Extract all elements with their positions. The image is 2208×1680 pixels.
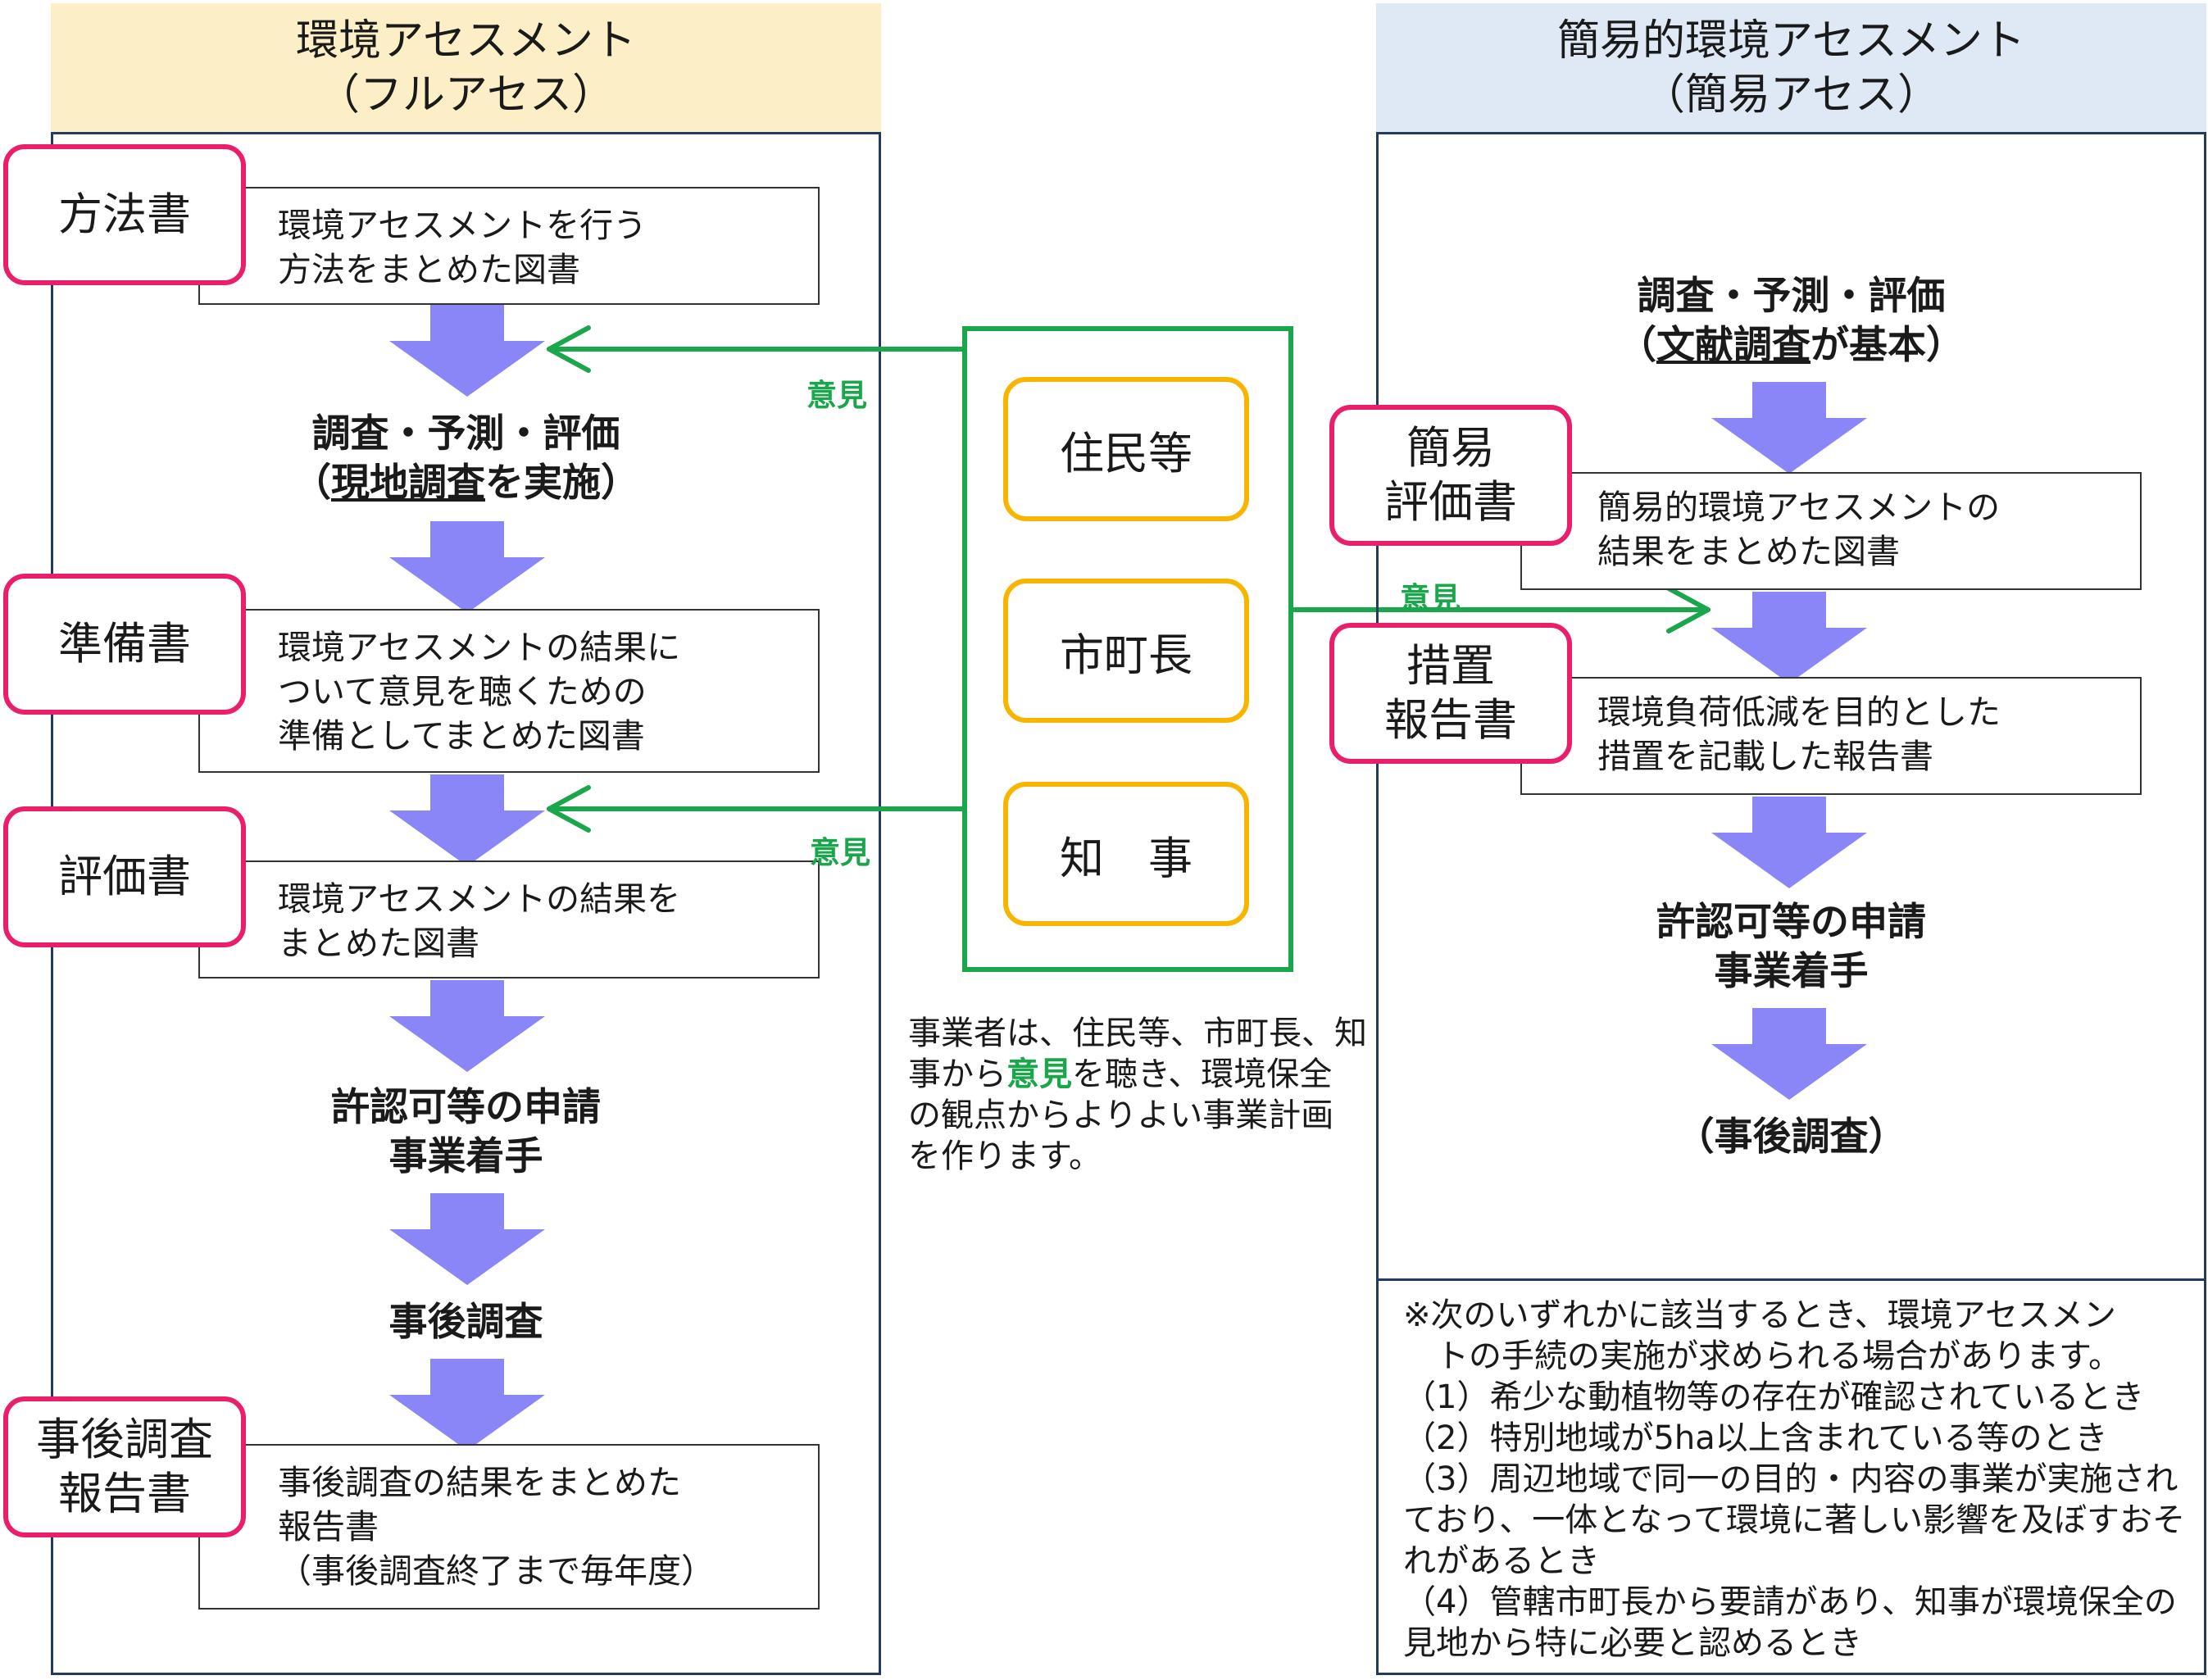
simple-assessment-tag: 簡易 評価書	[1329, 405, 1572, 546]
simplified-assessment-title: 簡易的環境アセスメント	[1557, 16, 2025, 66]
method-document-tag: 方法書	[3, 144, 246, 285]
survey-step-simplified: 調査・予測・評価 （文献調査が基本）	[1618, 274, 1965, 368]
method-document-description: 環境アセスメントを行う 方法をまとめた図書	[198, 187, 820, 305]
governor-box: 知 事	[1003, 782, 1249, 926]
post-survey-step-simplified: （事後調査）	[1675, 1115, 1907, 1160]
draft-document-description: 環境アセスメントの結果に ついて意見を聴くための 準備としてまとめた図書	[198, 609, 820, 773]
down-arrow-icon	[389, 1359, 545, 1451]
simplified-assessment-subtitle: （簡易アセス）	[1642, 70, 1940, 120]
stakeholder-group	[962, 326, 1293, 972]
post-survey-report-description: 事後調査の結果をまとめた 報告書 （事後調査終了まで毎年度）	[198, 1444, 820, 1610]
assessment-document-tag: 評価書	[3, 806, 246, 947]
mayor-box: 市町長	[1003, 579, 1249, 723]
opinion-label: 意見	[1400, 581, 1461, 616]
down-arrow-icon	[389, 980, 545, 1072]
measures-report-description: 環境負荷低減を目的とした 措置を記載した報告書	[1520, 677, 2142, 795]
down-arrow-icon	[1711, 382, 1867, 474]
permit-step-simplified: 許認可等の申請 事業着手	[1656, 900, 1926, 994]
opinion-label: 意見	[806, 378, 867, 413]
simple-assessment-description: 簡易的環境アセスメントの 結果をまとめた図書	[1520, 472, 2142, 590]
simplified-assessment-header: 簡易的環境アセスメント （簡易アセス）	[1376, 3, 2206, 134]
opinion-label: 意見	[810, 835, 870, 870]
post-survey-step-full: 事後調査	[388, 1300, 543, 1345]
measures-report-tag: 措置 報告書	[1329, 623, 1572, 764]
down-arrow-icon	[1711, 592, 1867, 683]
down-arrow-icon	[389, 1193, 545, 1285]
draft-document-tag: 準備書	[3, 574, 246, 715]
down-arrow-icon	[389, 774, 545, 866]
down-arrow-icon	[1711, 797, 1867, 888]
residents-box: 住民等	[1003, 377, 1249, 521]
full-assessment-header: 環境アセスメント （フルアセス）	[51, 3, 881, 134]
down-arrow-icon	[1711, 1008, 1867, 1100]
survey-step-full: 調査・予測・評価 （現地調査を実施）	[293, 411, 639, 506]
process-explanation: 事業者は、住民等、市町長、知 事から意見を聴き、環境保全 の観点からよりよい事業…	[908, 1015, 1367, 1175]
post-survey-report-tag: 事後調査 報告書	[3, 1396, 246, 1537]
full-assessment-title: 環境アセスメント	[296, 16, 636, 66]
down-arrow-icon	[389, 305, 545, 397]
full-assessment-subtitle: （フルアセス）	[317, 70, 615, 120]
footnote-conditions: ※次のいずれかに該当するとき、環境アセスメン トの手続の実施が求められる場合があ…	[1403, 1296, 2185, 1662]
assessment-document-description: 環境アセスメントの結果を まとめた図書	[198, 860, 820, 978]
footnote-divider	[1376, 1278, 2206, 1281]
permit-step-full: 許認可等の申請 事業着手	[331, 1085, 601, 1179]
down-arrow-icon	[389, 521, 545, 613]
